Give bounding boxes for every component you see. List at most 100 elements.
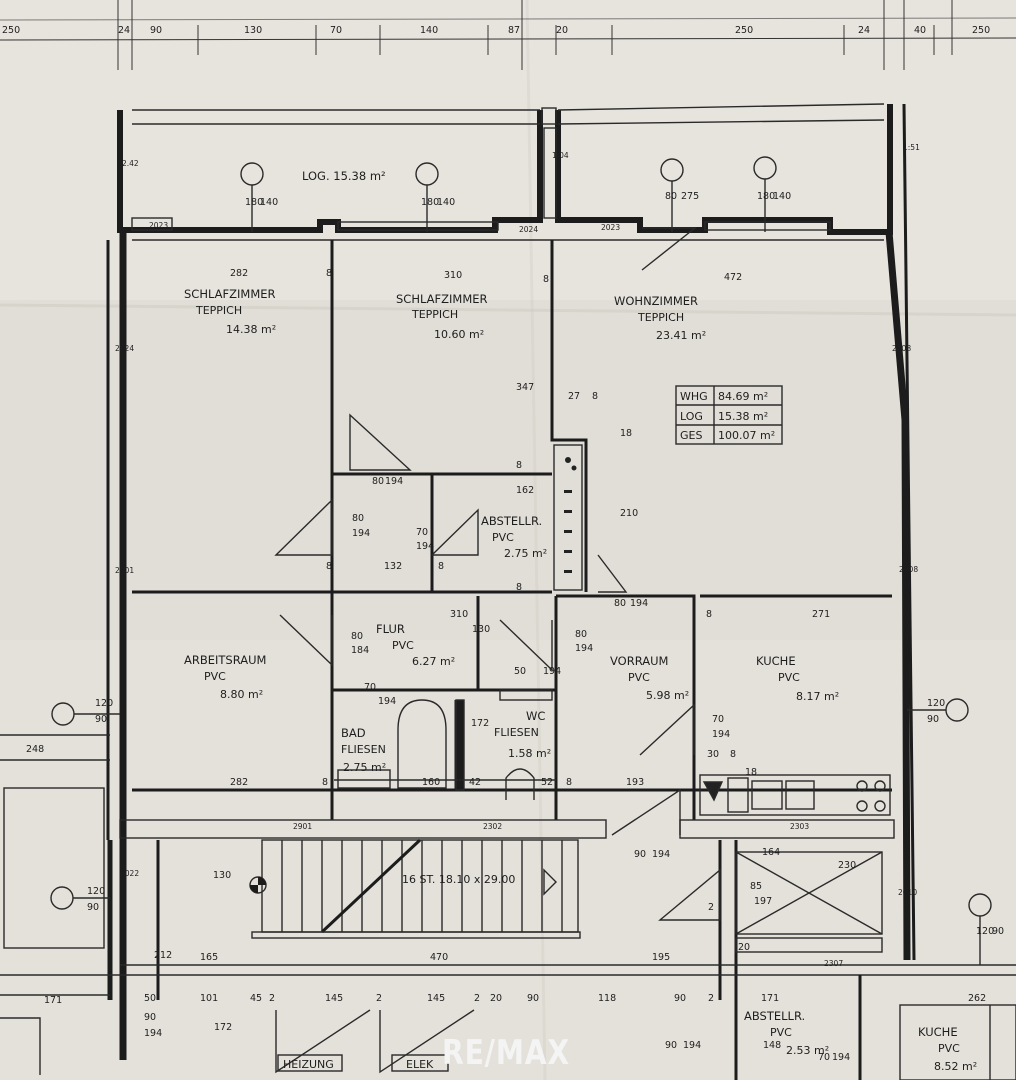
dimension-label: 180 bbox=[757, 191, 775, 202]
dimension-label: 120 bbox=[87, 886, 105, 897]
dimension-label: 90 bbox=[634, 849, 646, 860]
wall-height-label: 2001 bbox=[115, 566, 134, 575]
dimension-label: 212 bbox=[154, 950, 172, 961]
dimension-label: 20 bbox=[738, 942, 750, 953]
dimension-label: 90 bbox=[992, 926, 1004, 937]
dimension-label: 347 bbox=[516, 382, 534, 393]
dimension-label: 180 bbox=[421, 197, 439, 208]
dimension-label: 130 bbox=[213, 870, 231, 881]
dimension-label: 194 bbox=[683, 1040, 701, 1051]
dimension-label: 262 bbox=[968, 993, 986, 1004]
dimension-label: 18 bbox=[745, 767, 757, 778]
dimension-label: 50 bbox=[144, 993, 156, 1004]
room-area: 10.60 m² bbox=[434, 328, 484, 341]
dimension-label: 172 bbox=[471, 718, 489, 729]
dimension-label: 45 bbox=[250, 993, 262, 1004]
dimension-label: 160 bbox=[422, 777, 440, 788]
dimension-label: 197 bbox=[754, 896, 772, 907]
wall-height-label: 2303 bbox=[790, 822, 809, 831]
dimension-label: 90 bbox=[150, 25, 162, 36]
landing-box bbox=[735, 851, 883, 953]
dimension-label: 101 bbox=[200, 993, 218, 1004]
shaft bbox=[553, 444, 583, 591]
dimension-label: 140 bbox=[420, 25, 438, 36]
dimension-label: 145 bbox=[427, 993, 445, 1004]
dimension-label: 90 bbox=[144, 1012, 156, 1023]
dimension-label: 310 bbox=[444, 270, 462, 281]
dimension-label: 194 bbox=[630, 598, 648, 609]
room-area: 6.27 m² bbox=[412, 655, 455, 668]
dimension-label: 132 bbox=[384, 561, 402, 572]
dimension-label: 70 bbox=[818, 1052, 830, 1063]
room-floor: PVC bbox=[938, 1042, 960, 1055]
dimension-label: 162 bbox=[516, 485, 534, 496]
dimension-label: 271 bbox=[812, 609, 830, 620]
wall-height-label: 2023 bbox=[149, 221, 168, 230]
dimension-label: 8 bbox=[326, 268, 332, 279]
room-name: WC bbox=[526, 709, 545, 723]
dimension-label: 8 bbox=[566, 777, 572, 788]
room-name: KUCHE bbox=[918, 1025, 958, 1039]
dimension-label: 20 bbox=[556, 25, 568, 36]
room-area: 8.52 m² bbox=[934, 1060, 977, 1073]
room-floor: PVC bbox=[392, 639, 414, 652]
room-labels: LOG. 15.38 m² SCHLAFZIMMER TEPPICH 14.38… bbox=[184, 169, 977, 1073]
wall-height-label: 1.04 bbox=[552, 151, 569, 160]
wall-height-label: 2022 bbox=[120, 869, 139, 878]
dimension-label: 194 bbox=[832, 1052, 850, 1063]
dimension-label: 8 bbox=[730, 749, 736, 760]
dimension-label: 194 bbox=[378, 696, 396, 707]
bath-fixtures bbox=[334, 689, 556, 800]
remax-logo-text: RE/MAX bbox=[442, 1033, 570, 1073]
dimension-label: 90 bbox=[95, 714, 107, 725]
wall-height-label: 1:51 bbox=[903, 143, 920, 152]
room-floor: PVC bbox=[770, 1026, 792, 1039]
dimension-label: 470 bbox=[430, 952, 448, 963]
area-table-value: 84.69 m² bbox=[718, 390, 768, 403]
dimension-label: 194 bbox=[144, 1028, 162, 1039]
dimension-label: 250 bbox=[972, 25, 990, 36]
room-area: 5.98 m² bbox=[646, 689, 689, 702]
dimension-label: 195 bbox=[652, 952, 670, 963]
staircase-label: 16 ST. 18.10 x 29.00 bbox=[402, 873, 515, 886]
dimension-label: 90 bbox=[665, 1040, 677, 1051]
dimension-label: 275 bbox=[681, 191, 699, 202]
dimension-label: 171 bbox=[44, 995, 62, 1006]
dimension-label: 8 bbox=[516, 460, 522, 471]
radiator-symbols bbox=[50, 156, 992, 965]
staircase bbox=[249, 838, 581, 939]
dimension-label: 310 bbox=[450, 609, 468, 620]
dimension-label: 85 bbox=[750, 881, 762, 892]
dimension-label: 130 bbox=[472, 624, 490, 635]
dimension-label: 194 bbox=[575, 643, 593, 654]
loggia-label: LOG. 15.38 m² bbox=[302, 169, 386, 183]
wall-height-label: 2008 bbox=[899, 565, 918, 574]
lower-fragments bbox=[0, 994, 1016, 1080]
dimension-label: 165 bbox=[200, 952, 218, 963]
dimension-label: 230 bbox=[838, 860, 856, 871]
dimension-label: 194 bbox=[352, 528, 370, 539]
dimension-label: 52 bbox=[541, 777, 553, 788]
room-floor: TEPPICH bbox=[195, 304, 242, 317]
dimension-label: 70 bbox=[712, 714, 724, 725]
room-area: 2.75 m² bbox=[504, 547, 547, 560]
dimension-label: 250 bbox=[2, 25, 20, 36]
dimension-label: 164 bbox=[762, 847, 780, 858]
area-table: WHG 84.69 m² LOG 15.38 m² GES 100.07 m² bbox=[680, 390, 775, 442]
wall-height-label: 2010 bbox=[898, 888, 917, 897]
dimension-label: 282 bbox=[230, 777, 248, 788]
wall-height-label: 2008 bbox=[892, 344, 911, 353]
dimension-label: 80 bbox=[372, 476, 384, 487]
wall-height-label: 2901 bbox=[293, 822, 312, 831]
dimension-label: 194 bbox=[652, 849, 670, 860]
dimension-label: 193 bbox=[626, 777, 644, 788]
dimension-label: 42 bbox=[469, 777, 481, 788]
room-area: 1.58 m² bbox=[508, 747, 551, 760]
dimension-label: 282 bbox=[230, 268, 248, 279]
room-floor: FLIESEN bbox=[341, 743, 386, 756]
dimension-label: 90 bbox=[527, 993, 539, 1004]
